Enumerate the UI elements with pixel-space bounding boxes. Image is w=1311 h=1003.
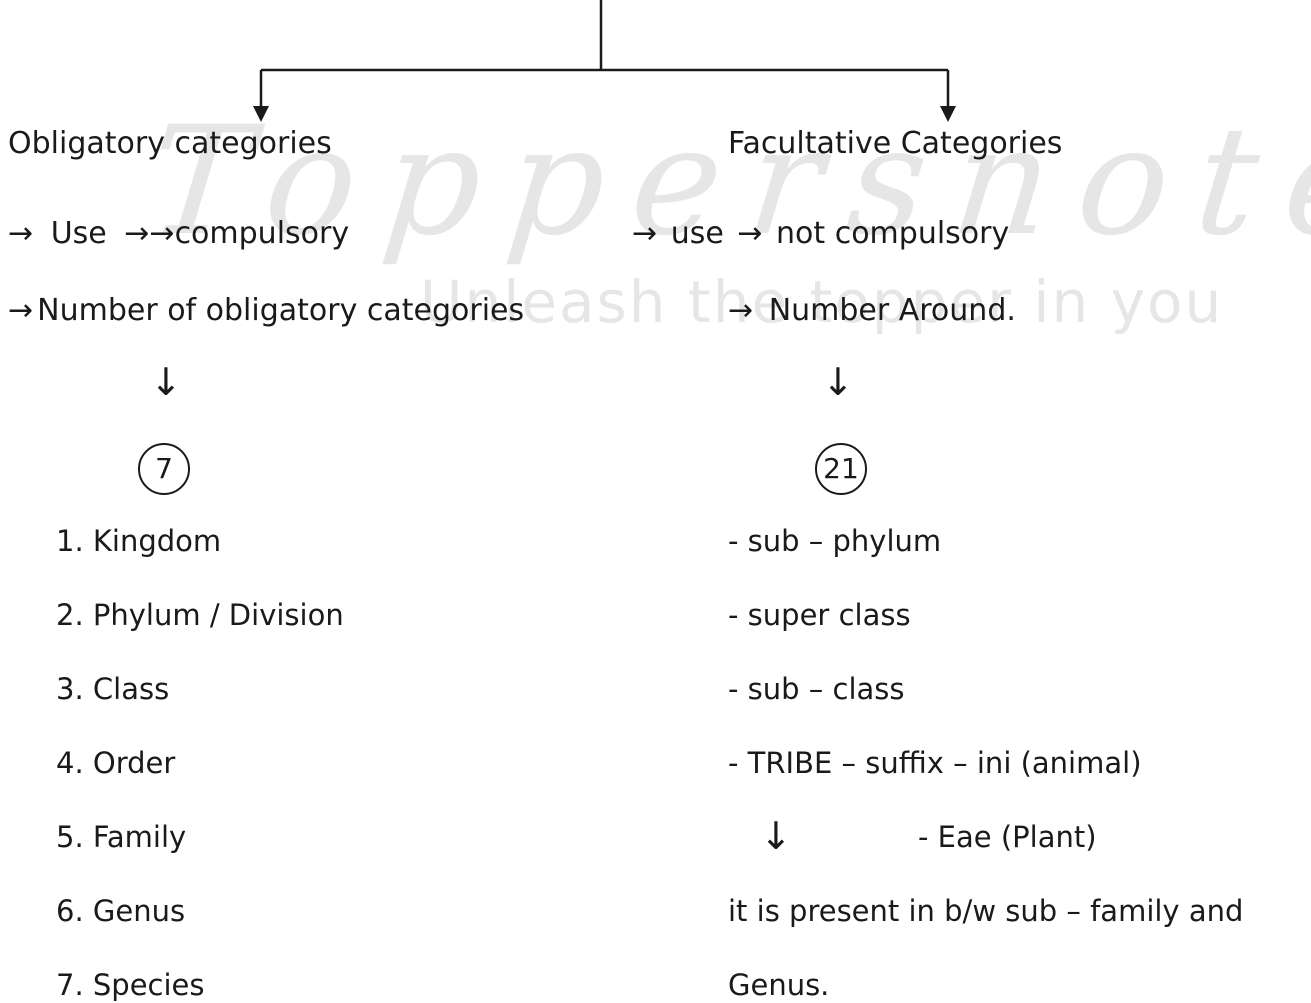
obligatory-item: 5. Family <box>56 820 187 854</box>
right-arrow-icon: → <box>632 216 658 251</box>
number-label: Number of obligatory categories <box>37 293 525 328</box>
facultative-count-badge: 21 <box>815 443 867 495</box>
obligatory-item: 4. Order <box>56 746 176 780</box>
right-arrow-icon: → <box>8 216 34 251</box>
tribe-note-line-2: Genus. <box>728 968 830 1002</box>
facultative-heading: Facultative Categories <box>728 126 1063 161</box>
facultative-item: - super class <box>728 598 911 632</box>
obligatory-heading: Obligatory categories <box>8 126 332 161</box>
down-arrow-icon: ↓ <box>822 360 854 404</box>
use-label: use <box>670 216 724 251</box>
down-arrow-icon: ↓ <box>150 360 182 404</box>
facultative-item: - sub – phylum <box>728 524 942 558</box>
obligatory-number-line: →Number of obligatory categories <box>8 293 524 329</box>
left-branch-arrowhead <box>253 106 269 122</box>
right-arrow-icon: → <box>728 293 754 328</box>
not-compulsory-label: not compulsory <box>776 216 1010 251</box>
obligatory-item: 3. Class <box>56 672 170 706</box>
obligatory-count-badge: 7 <box>138 443 190 495</box>
compulsory-label: compulsory <box>174 216 350 251</box>
down-arrow-icon: ↓ <box>760 814 792 858</box>
facultative-item: - TRIBE – suffix – ini (animal) <box>728 746 1142 780</box>
obligatory-use-line: → Use →→compulsory <box>8 216 349 252</box>
obligatory-item: 2. Phylum / Division <box>56 598 344 632</box>
right-arrow-icon: → <box>737 216 763 251</box>
double-arrow-icon: →→ <box>124 216 175 251</box>
right-branch-arrowhead <box>940 106 956 122</box>
use-label: Use <box>50 216 107 251</box>
tribe-plant-suffix: - Eae (Plant) <box>918 820 1097 854</box>
obligatory-item: 7. Species <box>56 968 205 1002</box>
right-arrow-icon: → <box>8 293 34 328</box>
facultative-item: - sub – class <box>728 672 905 706</box>
tribe-note-line-1: it is present in b/w sub – family and <box>728 894 1244 928</box>
facultative-number-line: → Number Around. <box>728 293 1016 329</box>
number-around-label: Number Around. <box>768 293 1016 328</box>
facultative-use-line: → use → not compulsory <box>632 216 1009 252</box>
obligatory-item: 1. Kingdom <box>56 524 222 558</box>
obligatory-item: 6. Genus <box>56 894 186 928</box>
